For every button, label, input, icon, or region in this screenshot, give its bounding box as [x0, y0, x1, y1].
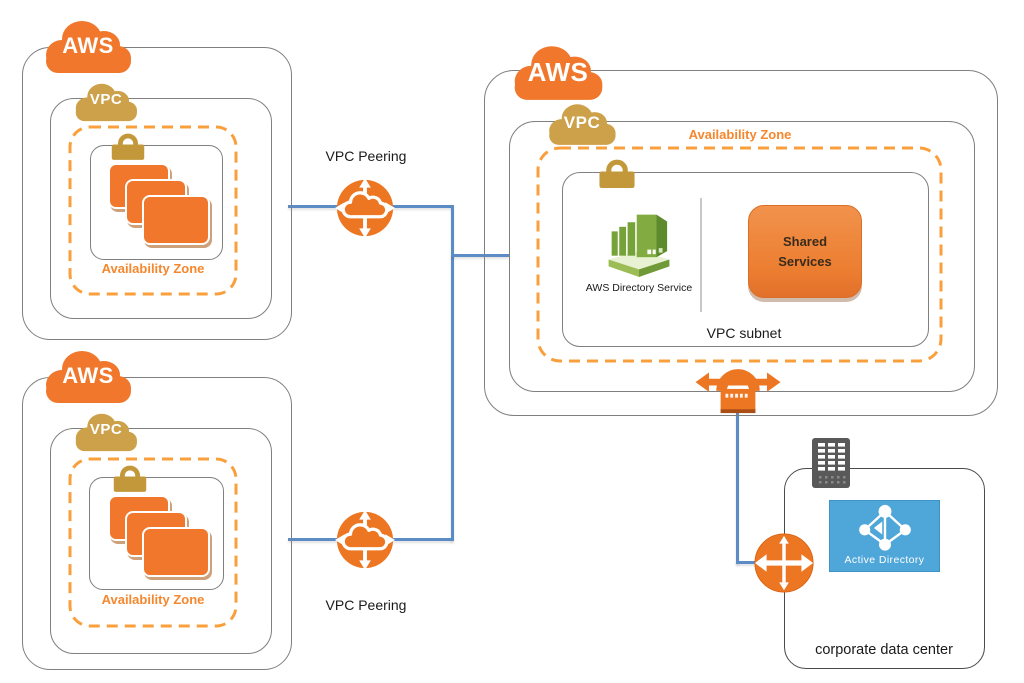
- vpc-peering-bottom-label: VPC Peering: [325, 597, 407, 613]
- subnet-divider: [700, 198, 702, 312]
- vpc-a-vpc-cloud-icon: [75, 83, 137, 122]
- corporate-data-center-label: corporate data center: [815, 642, 953, 658]
- vpc-b-vpc-boundary: [50, 428, 272, 654]
- corporate-building-icon: [812, 438, 850, 488]
- vpc-peering-top-label: VPC Peering: [325, 148, 407, 164]
- vpc-b-aws-cloud-icon: [46, 351, 131, 403]
- shared-vpc-vpc-label: VPC: [563, 113, 601, 132]
- vpn-gateway-icon: [695, 369, 781, 414]
- vpc-b-aws-label: AWS: [62, 363, 114, 388]
- vpc-subnet-label: VPC subnet: [706, 325, 782, 341]
- vpn-connector-horizontal: [736, 561, 766, 564]
- shared-vpc-aws-label: AWS: [527, 57, 589, 87]
- shared-vpc-aws-boundary: [484, 70, 998, 416]
- vpc-b-availability-zone-boundary: [68, 457, 238, 628]
- aws-directory-service-label: AWS Directory Service: [585, 282, 693, 294]
- vpc-b-subnet-box: [89, 477, 224, 590]
- aws-directory-service-icon: [608, 214, 670, 277]
- vpc-b-lock-icon: [113, 465, 147, 492]
- vpc-peering-top-icon: [334, 177, 396, 239]
- vpc-a-vpc-boundary: [50, 98, 272, 319]
- vpc-a-instances-icon: [108, 163, 210, 247]
- shared-vpc-availability-zone-boundary: [536, 146, 943, 363]
- vpc-b-vpc-cloud-icon: [75, 413, 137, 452]
- active-directory-label: Active Directory: [844, 554, 925, 566]
- vpc-a-availability-zone-label: Availability Zone: [101, 261, 205, 276]
- vpc-a-aws-label: AWS: [62, 33, 114, 58]
- shared-vpc-lock-icon: [599, 159, 635, 188]
- vpc-peering-bottom-icon: [334, 509, 396, 571]
- active-directory-icon: [859, 504, 911, 551]
- vpn-connector-vertical: [736, 412, 739, 564]
- vpc-a-lock-icon: [111, 133, 145, 160]
- vpc-a-aws-cloud-icon: [46, 21, 131, 73]
- peering-connector-branch: [451, 254, 509, 257]
- vpc-b-instances-icon: [108, 495, 210, 579]
- vpc-a-availability-zone-boundary: [68, 125, 238, 296]
- vpc-a-aws-boundary: [22, 47, 292, 340]
- shared-vpc-vpc-cloud-icon: [549, 104, 616, 145]
- shared-services-node: Shared Services: [748, 205, 862, 298]
- vpc-b-vpc-label: VPC: [89, 421, 123, 438]
- active-directory-node: Active Directory: [829, 500, 940, 572]
- shared-vpc-availability-zone-label: Availability Zone: [688, 127, 792, 142]
- peering-connector-trunk: [451, 205, 454, 541]
- vpc-b-availability-zone-label: Availability Zone: [101, 592, 205, 607]
- shared-vpc-aws-cloud-icon: [514, 46, 603, 100]
- vpc-a-subnet-box: [90, 145, 223, 260]
- vpc-b-aws-boundary: [22, 377, 292, 670]
- vpc-a-vpc-label: VPC: [89, 91, 123, 108]
- customer-gateway-icon: [754, 533, 814, 593]
